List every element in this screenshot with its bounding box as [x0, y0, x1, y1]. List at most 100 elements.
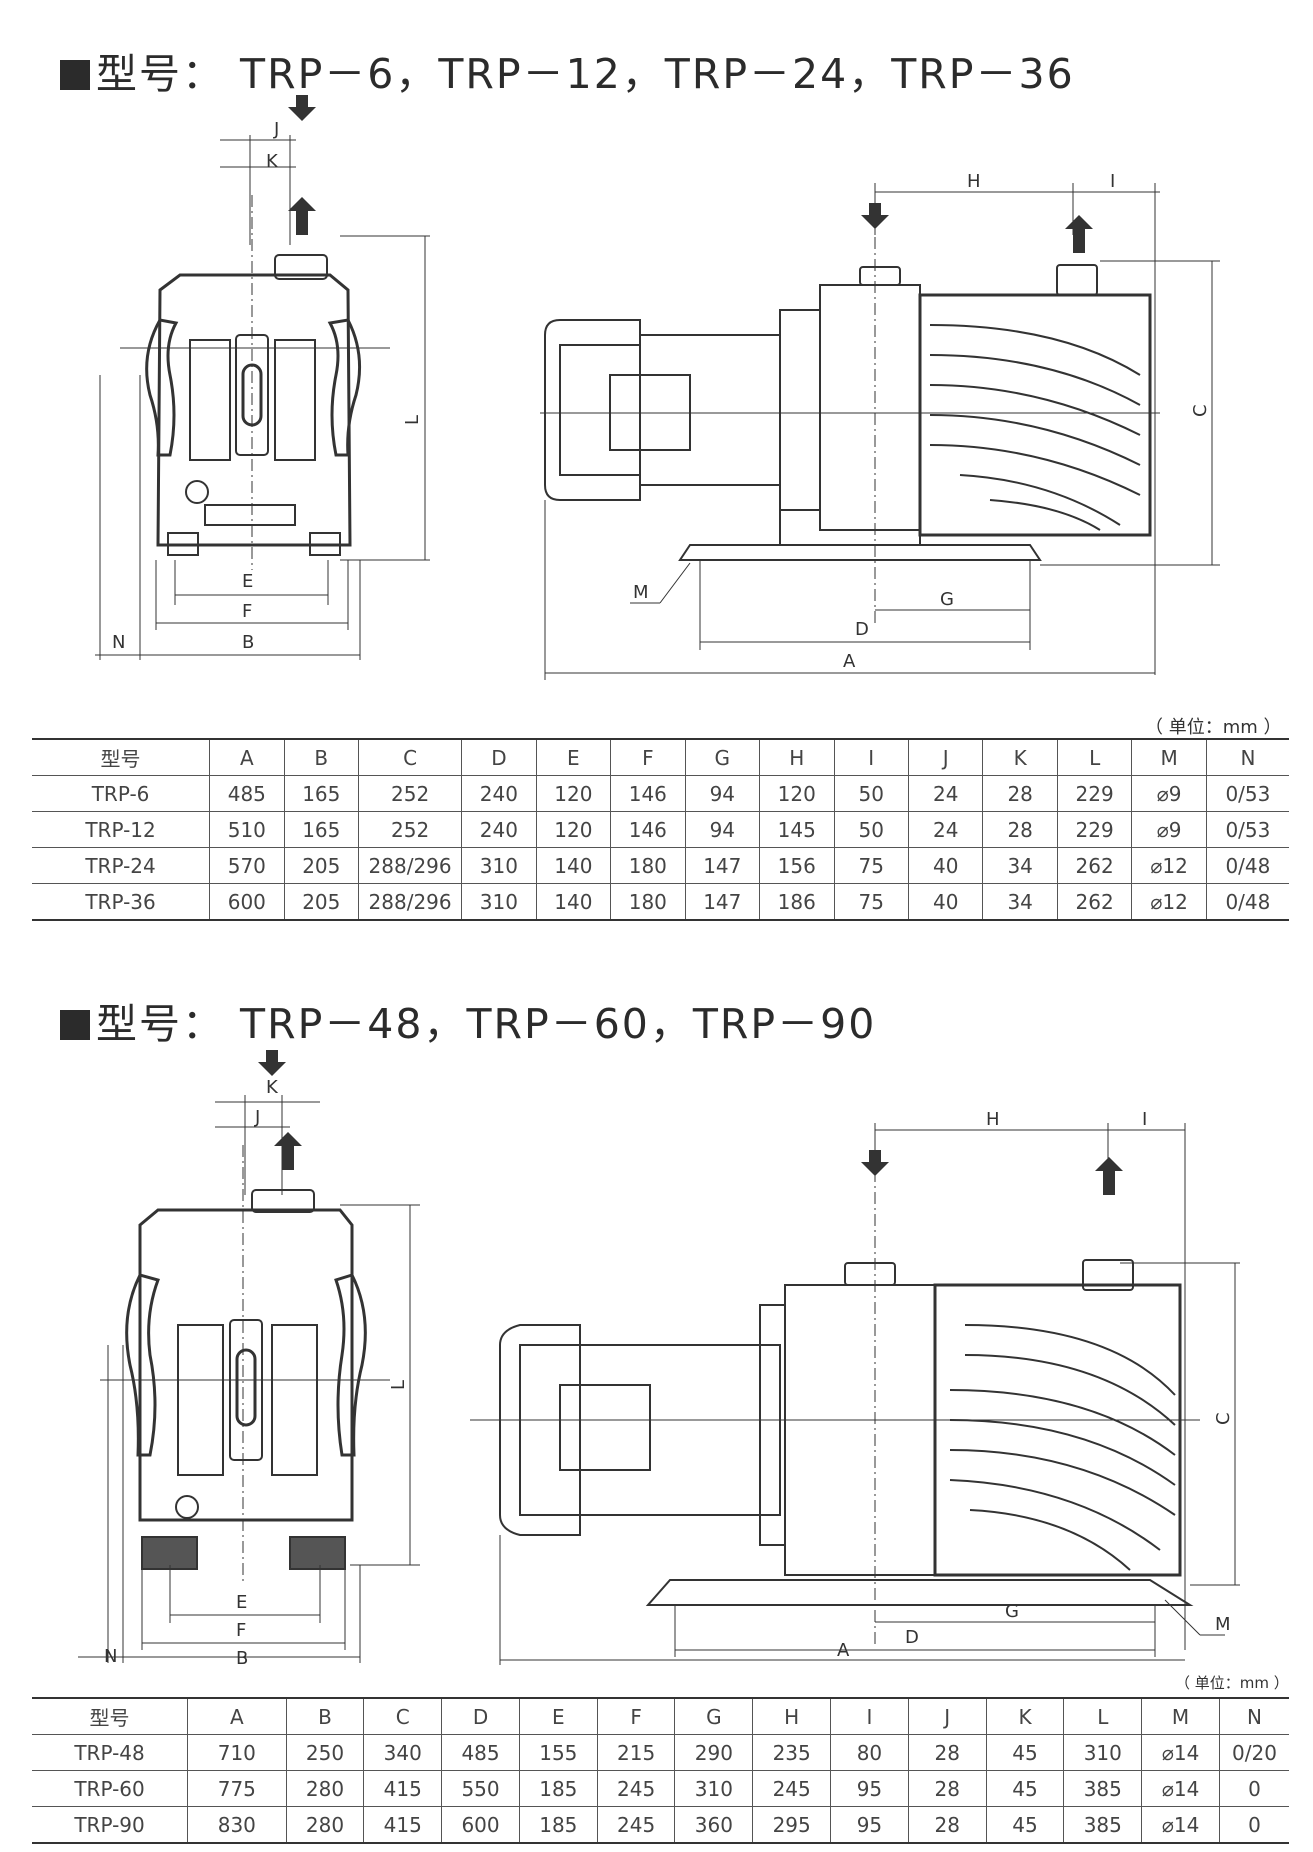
- value-cell: 710: [187, 1734, 287, 1771]
- value-cell: 0/48: [1205, 883, 1289, 921]
- value-cell: 45: [985, 1806, 1065, 1844]
- model-cell: TRP-6: [32, 775, 211, 812]
- value-cell: 385: [1063, 1770, 1143, 1807]
- side-dim-label-I: I: [1142, 1109, 1147, 1130]
- side-dim-label-C: C: [1190, 404, 1211, 417]
- value-cell: 186: [759, 883, 835, 921]
- column-header-N: N: [1218, 1697, 1289, 1735]
- column-header-C: C: [363, 1697, 443, 1735]
- dim-label-B: B: [236, 1648, 248, 1665]
- value-cell: 45: [985, 1734, 1065, 1771]
- model-cell: TRP-36: [32, 883, 211, 921]
- value-cell: ⌀14: [1141, 1734, 1220, 1771]
- value-cell: 510: [209, 811, 285, 848]
- value-cell: ⌀14: [1141, 1806, 1220, 1844]
- dim-label-J: J: [273, 119, 279, 140]
- value-cell: 205: [283, 883, 360, 921]
- side-dim-label-D: D: [855, 619, 869, 640]
- column-header-E: E: [518, 1697, 598, 1735]
- column-header-K: K: [985, 1697, 1065, 1735]
- value-cell: 146: [610, 775, 686, 812]
- column-header-L: L: [1063, 1697, 1143, 1735]
- column-header-K: K: [982, 738, 1058, 776]
- column-header-B: B: [285, 1697, 365, 1735]
- value-cell: 360: [674, 1806, 754, 1844]
- model-cell: TRP-24: [32, 847, 211, 884]
- value-cell: 120: [535, 775, 612, 812]
- value-cell: 245: [596, 1806, 676, 1844]
- side-dim-label-I: I: [1110, 171, 1115, 192]
- value-cell: 252: [358, 811, 463, 848]
- value-cell: 280: [285, 1806, 365, 1844]
- value-cell: ⌀14: [1141, 1770, 1220, 1807]
- value-cell: 28: [907, 1734, 987, 1771]
- column-header-H: H: [759, 738, 835, 776]
- dim-label-J: J: [254, 1107, 260, 1128]
- side-dim-label-C: C: [1213, 1412, 1234, 1425]
- value-cell: 229: [1056, 811, 1133, 848]
- dim-label-F: F: [236, 1620, 246, 1641]
- value-cell: 24: [907, 811, 984, 848]
- square-bullet-icon: [60, 60, 90, 90]
- dim-label-K: K: [266, 1077, 279, 1098]
- value-cell: 24: [907, 775, 984, 812]
- model-cell: TRP-90: [32, 1806, 189, 1844]
- side-outlet-arrow-icon: [1095, 1157, 1123, 1195]
- value-cell: 75: [833, 883, 909, 921]
- value-cell: 145: [759, 811, 835, 848]
- column-header-G: G: [674, 1697, 754, 1735]
- value-cell: 0: [1218, 1770, 1289, 1807]
- value-cell: 775: [187, 1770, 287, 1807]
- value-cell: 50: [833, 811, 909, 848]
- value-cell: 240: [461, 811, 537, 848]
- front-view-2: K J L E F B N: [78, 1050, 420, 1665]
- side-dim-label-A: A: [843, 651, 856, 672]
- side-dim-label-G: G: [940, 589, 954, 610]
- value-cell: 155: [518, 1734, 598, 1771]
- section1-heading-text: 型号： TRP－6，TRP－12，TRP－24，TRP－36: [96, 50, 1075, 98]
- section1-unit: （ 单位：mm ）: [1145, 717, 1282, 738]
- column-header-L: L: [1056, 738, 1133, 776]
- side-dim-label-D: D: [905, 1627, 919, 1648]
- model-cell: TRP-48: [32, 1734, 189, 1771]
- value-cell: 550: [441, 1770, 520, 1807]
- value-cell: 205: [283, 847, 360, 884]
- column-header-I: I: [833, 738, 909, 776]
- section2-heading: 型号： TRP－48，TRP－60，TRP－90: [60, 990, 876, 1050]
- front-view-1: J K L E F B N: [95, 95, 430, 660]
- value-cell: ⌀12: [1131, 883, 1207, 921]
- square-bullet-icon: [60, 1010, 90, 1040]
- value-cell: 34: [982, 847, 1058, 884]
- side-view-1: H I C G D A M: [540, 171, 1220, 680]
- value-cell: 28: [982, 811, 1058, 848]
- side-dim-label-M: M: [1215, 1614, 1231, 1635]
- value-cell: 310: [674, 1770, 754, 1807]
- value-cell: 290: [674, 1734, 754, 1771]
- section2-heading-text: 型号： TRP－48，TRP－60，TRP－90: [96, 1000, 877, 1048]
- value-cell: 385: [1063, 1806, 1143, 1844]
- outlet-arrow-icon: [274, 1132, 302, 1170]
- value-cell: 95: [830, 1806, 909, 1844]
- dim-label-E: E: [236, 1592, 247, 1613]
- value-cell: 245: [752, 1770, 832, 1807]
- column-header-E: E: [535, 738, 612, 776]
- side-view-2: H I C G D A M: [470, 1109, 1240, 1665]
- dim-label-L: L: [402, 415, 423, 425]
- value-cell: ⌀9: [1131, 775, 1207, 812]
- value-cell: 252: [358, 775, 463, 812]
- column-header-model: 型号: [32, 738, 211, 776]
- value-cell: 415: [363, 1806, 443, 1844]
- value-cell: 95: [830, 1770, 909, 1807]
- column-header-D: D: [461, 738, 537, 776]
- value-cell: 120: [759, 775, 835, 812]
- value-cell: 40: [907, 883, 984, 921]
- section2-drawing: K J L E F B N: [78, 1050, 1240, 1665]
- inlet-arrow-icon: [258, 1050, 286, 1076]
- value-cell: 262: [1056, 847, 1133, 884]
- column-header-H: H: [752, 1697, 832, 1735]
- value-cell: 288/296: [358, 883, 463, 921]
- value-cell: 310: [461, 847, 537, 884]
- value-cell: 94: [684, 811, 761, 848]
